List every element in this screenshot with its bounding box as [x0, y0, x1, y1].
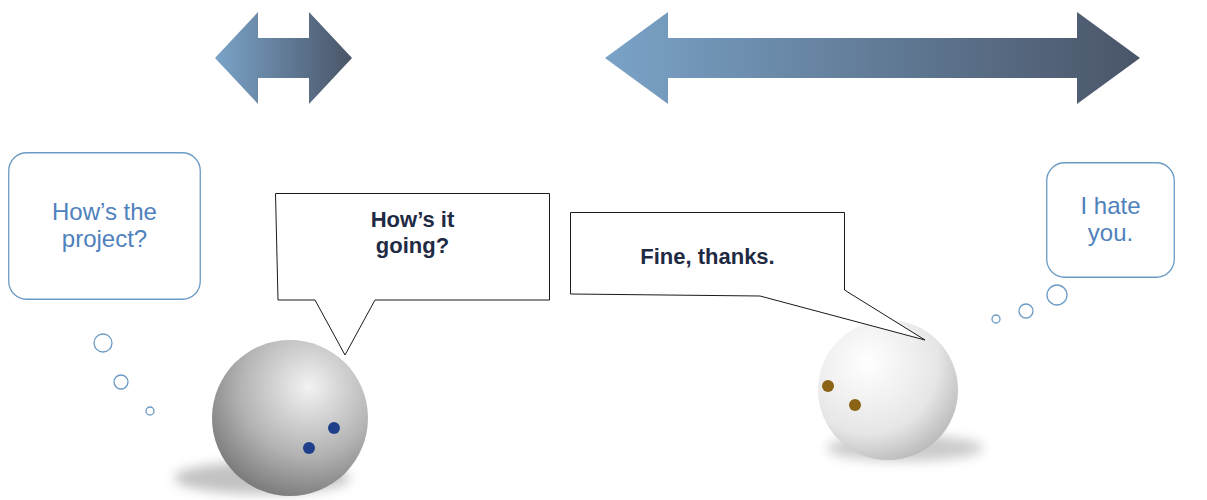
thought-bubble: How’s the project? — [8, 152, 201, 300]
double-arrow — [605, 12, 1140, 104]
speech-border — [571, 213, 926, 341]
thought-dot — [94, 334, 112, 352]
thought-dot — [1019, 304, 1033, 318]
ball-figure — [212, 340, 368, 496]
speech-border — [276, 194, 550, 356]
thought-dot — [146, 407, 154, 415]
eye-dot — [328, 422, 340, 434]
bubble-text: Fine, thanks. — [640, 244, 774, 270]
speech-bubble: Fine, thanks. — [570, 212, 845, 302]
eye-dot — [303, 442, 315, 454]
bubble-text: I hate you. — [1065, 193, 1157, 247]
thought-dot — [992, 315, 1000, 323]
thought-dot — [114, 375, 128, 389]
double-arrow — [215, 12, 352, 104]
eye-dot — [849, 399, 861, 411]
bubble-text: How’s it going? — [338, 207, 488, 260]
thought-dot — [1047, 285, 1067, 305]
thought-border — [9, 153, 201, 300]
thought-border — [1047, 163, 1175, 278]
ball-figure — [818, 320, 958, 460]
bubble-text: How’s the project? — [49, 199, 161, 253]
thought-bubble: I hate you. — [1046, 162, 1175, 278]
speech-bubble: How’s it going? — [275, 193, 550, 300]
eye-dot — [822, 380, 834, 392]
